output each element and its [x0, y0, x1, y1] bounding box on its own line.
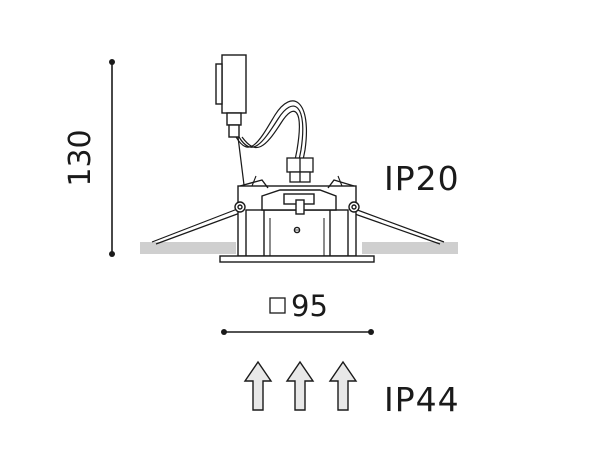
cables — [235, 100, 307, 186]
arrows-group — [243, 360, 358, 411]
width-label: 95 — [291, 289, 328, 323]
ceiling-panel-right — [362, 242, 458, 254]
width-dimension: 95 — [221, 289, 374, 335]
ip-rating-bottom: IP44 — [384, 380, 460, 419]
height-dimension: 130 — [63, 59, 115, 257]
cable-gland — [286, 157, 314, 183]
height-label: 130 — [63, 129, 98, 186]
fixture-body — [151, 175, 445, 263]
square-outline-icon — [269, 297, 286, 314]
arrow-up-icon — [243, 360, 273, 411]
driver-box — [215, 54, 247, 138]
arrow-up-icon — [328, 360, 358, 411]
arrow-up-icon — [285, 360, 315, 411]
ceiling-panels — [140, 242, 458, 254]
ip-rating-top: IP20 — [384, 159, 460, 198]
ceiling-panel-left — [140, 242, 236, 254]
